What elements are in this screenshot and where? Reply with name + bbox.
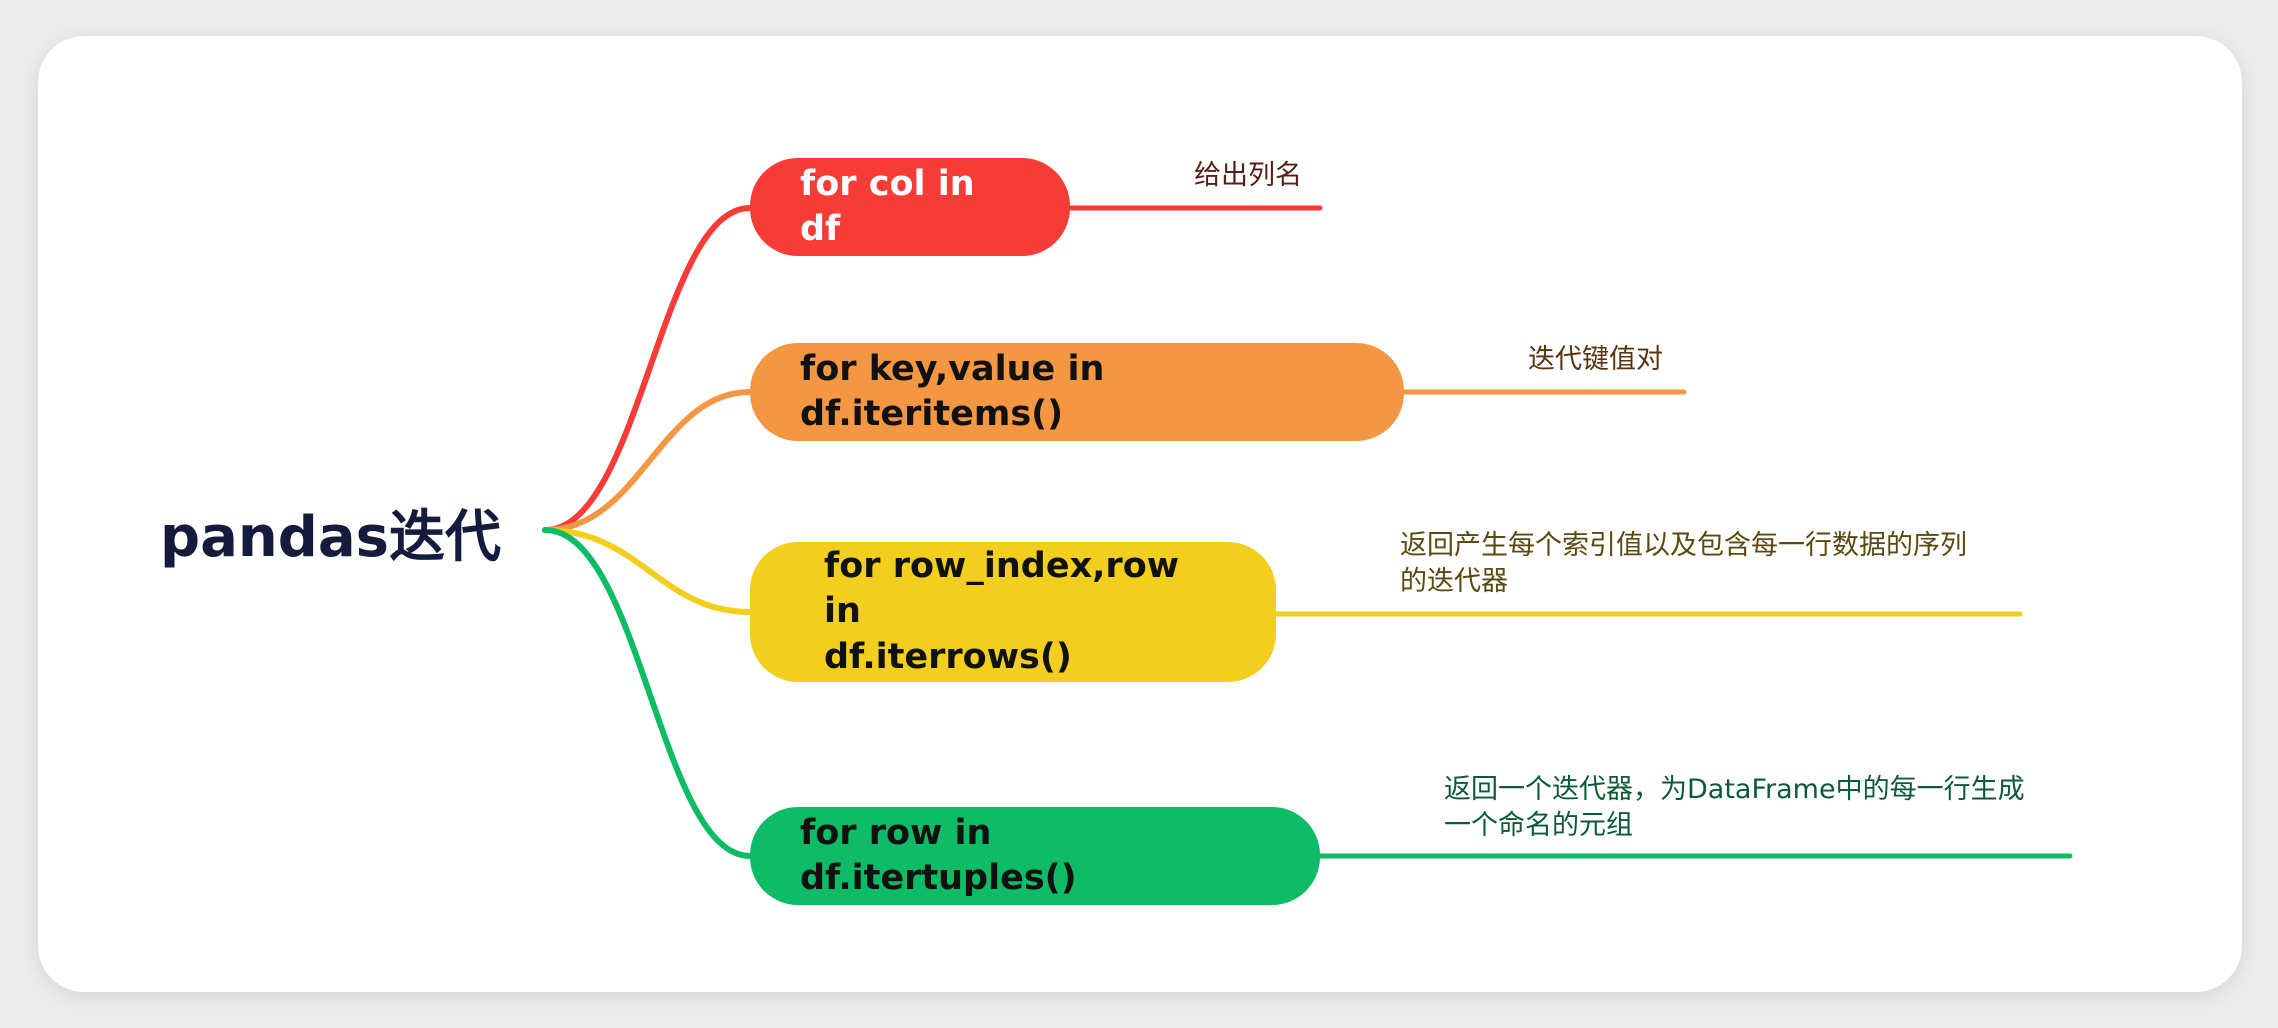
connector-root-green: [542, 527, 753, 859]
branch-label-line-1: for row_index,row in: [824, 545, 1180, 632]
note-iterrows: 返回产生每个索引值以及包含每一行数据的序列 的迭代器: [1400, 530, 1967, 598]
connector-root-yellow: [542, 527, 753, 615]
note-iteritems: 迭代键值对: [1528, 344, 1663, 375]
branch-node-itertuples: for row in df.itertuples(): [750, 807, 1320, 905]
connector-root-red: [542, 205, 753, 533]
branch-node-iteritems: for key,value in df.iteritems(): [750, 343, 1404, 441]
branch-label: for col in df: [800, 163, 975, 250]
branch-node-for-col: for col in df: [750, 158, 1070, 256]
branch-label: for key,value in df.iteritems(): [800, 348, 1105, 435]
connector-root-orange: [542, 389, 753, 533]
root-topic: pandas迭代: [160, 505, 501, 570]
branch-label: for row in df.itertuples(): [800, 812, 1077, 899]
note-for-col: 给出列名: [1194, 160, 1302, 191]
branch-node-iterrows: for row_index,row in df.iterrows(): [750, 542, 1276, 682]
note-itertuples: 返回一个迭代器，为DataFrame中的每一行生成 一个命名的元组: [1444, 774, 2025, 842]
branch-label-line-2: df.iterrows(): [824, 636, 1072, 677]
